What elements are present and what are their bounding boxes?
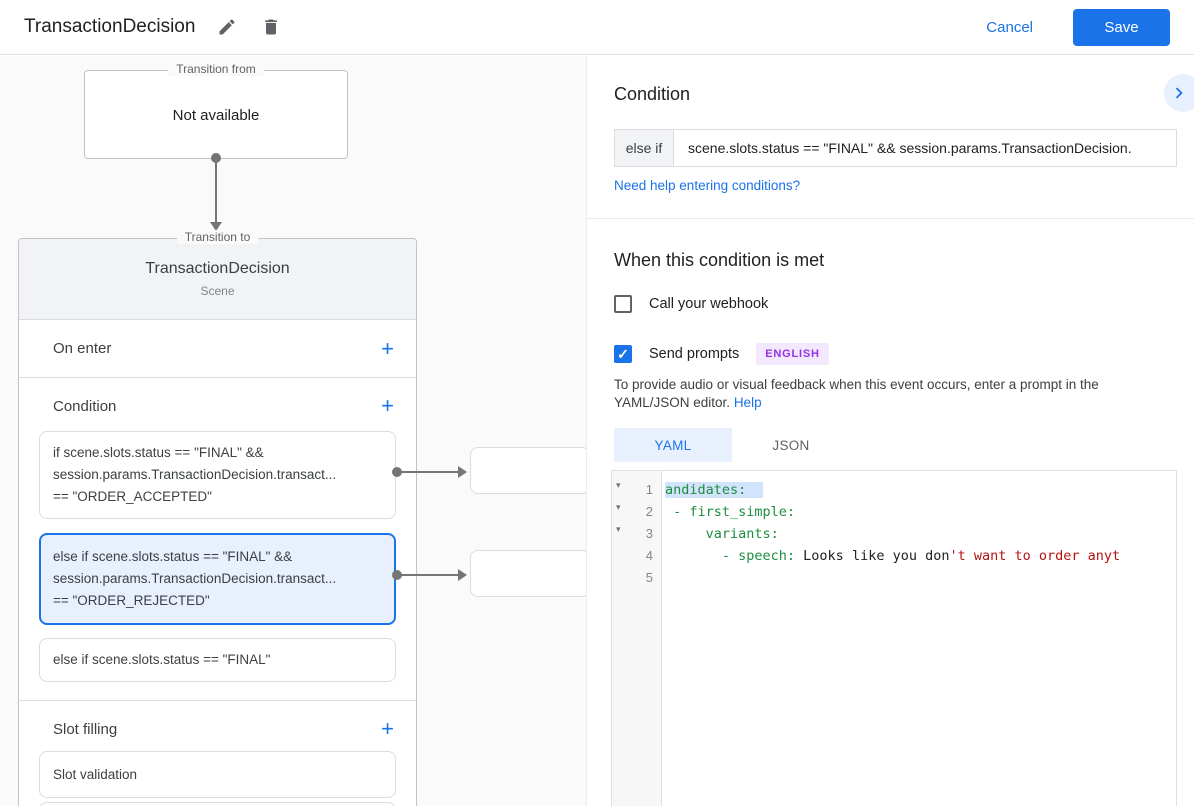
condition-section: Condition + if scene.slots.status == "FI… [19, 378, 416, 701]
partial-card[interactable] [39, 802, 396, 806]
condition1-out-dot[interactable] [392, 467, 402, 477]
tab-yaml[interactable]: YAML [614, 428, 732, 462]
scene-header[interactable]: TransactionDecision Scene [19, 239, 416, 320]
condition-text: else if scene.slots.status == "FINAL" [53, 652, 271, 667]
scene-name: TransactionDecision [145, 260, 290, 277]
condition-text: session.params.TransactionDecision.trans… [53, 571, 337, 586]
condition-section-label: Condition [53, 397, 117, 415]
scene-type-label: Scene [200, 284, 235, 298]
when-met-heading: When this condition is met [614, 250, 825, 270]
code-token: Looks like you don [803, 548, 950, 564]
editor-code-area[interactable]: andidates: - first_simple: variants: - s… [662, 471, 1176, 806]
send-prompts-label: Send prompts [649, 346, 740, 362]
condition-operator-label: else if [614, 129, 673, 167]
send-prompts-row: ✓ Send prompts ENGLISH [614, 343, 829, 365]
on-enter-label: On enter [53, 340, 112, 357]
code-token: - first_simple: [665, 504, 796, 520]
prompt-description: To provide audio or visual feedback when… [614, 376, 1174, 411]
slot-filling-label: Slot filling [53, 720, 118, 738]
condition-card-final[interactable]: else if scene.slots.status == "FINAL" [39, 638, 396, 682]
send-prompts-checkbox[interactable]: ✓ [614, 345, 632, 363]
fold-arrow-icon[interactable]: ▾ [616, 480, 621, 490]
webhook-row: Call your webhook [614, 295, 768, 313]
add-condition-icon[interactable]: + [381, 393, 394, 418]
add-on-enter-icon[interactable]: + [381, 335, 394, 361]
code-token: 't want to order anyt [949, 548, 1121, 564]
on-enter-row[interactable]: On enter + [19, 320, 416, 378]
condition2-arrow-line [399, 574, 459, 576]
line-number: 4 [645, 548, 653, 563]
page-title: TransactionDecision [24, 16, 196, 37]
line-number: 2 [645, 504, 653, 519]
transition-from-content: Not available [172, 107, 260, 124]
cancel-button[interactable]: Cancel [986, 18, 1033, 36]
help-link[interactable]: Help [733, 394, 762, 410]
condition2-arrowhead-icon [458, 569, 467, 581]
trash-icon[interactable] [259, 15, 283, 39]
edit-icon[interactable] [215, 15, 239, 39]
yaml-code-editor[interactable]: ▾ 1 ▾ 2 ▾ 3 4 5 andidates: - first_simple: … [611, 470, 1177, 806]
transition-from-box: Transition from Not available [84, 62, 348, 159]
condition2-out-dot[interactable] [392, 570, 402, 580]
slot-filling-section: Slot filling + Slot validation [19, 701, 416, 806]
condition1-target-box[interactable] [470, 447, 586, 494]
condition-text: == "ORDER_REJECTED" [53, 593, 210, 608]
save-button[interactable]: Save [1073, 8, 1170, 46]
transition-to-legend: Transition to [176, 230, 259, 244]
code-token: andidates: [665, 482, 764, 498]
call-webhook-checkbox[interactable] [614, 295, 632, 313]
code-empty-line [665, 567, 1176, 589]
condition-text: if scene.slots.status == "FINAL" && [53, 445, 264, 460]
add-slot-icon[interactable]: + [381, 716, 394, 741]
language-badge: ENGLISH [756, 343, 829, 365]
condition1-arrowhead-icon [458, 466, 467, 478]
scene-flow-canvas: Transition from Not available Transition… [0, 56, 586, 806]
section-divider [587, 218, 1194, 219]
condition-expression-input[interactable]: scene.slots.status == "FINAL" && session… [673, 129, 1177, 167]
code-token: - speech: [665, 548, 804, 564]
condition-text: else if scene.slots.status == "FINAL" && [53, 549, 293, 564]
tab-json[interactable]: JSON [772, 437, 810, 453]
connector-line [215, 158, 217, 222]
slot-validation-card[interactable]: Slot validation [39, 751, 396, 798]
top-bar: TransactionDecision Cancel Save [0, 0, 1194, 55]
editor-tabs: YAML JSON [614, 428, 850, 462]
chevron-right-icon [1175, 87, 1183, 99]
condition2-target-box[interactable] [470, 550, 586, 597]
collapse-panel-button[interactable] [1164, 74, 1194, 112]
condition-heading: Condition [614, 84, 691, 104]
prompt-description-text: To provide audio or visual feedback when… [614, 377, 1099, 410]
transition-from-legend: Transition from [168, 62, 264, 76]
fold-arrow-icon[interactable]: ▾ [616, 502, 621, 512]
condition-detail-panel: Condition else if scene.slots.status == … [586, 56, 1194, 806]
scene-card: Transition to TransactionDecision Scene … [18, 230, 417, 806]
code-token: variants: [665, 526, 779, 542]
line-number: 3 [645, 526, 653, 541]
condition-text: session.params.TransactionDecision.trans… [53, 467, 337, 482]
call-webhook-label: Call your webhook [649, 296, 769, 312]
condition-help-link[interactable]: Need help entering conditions? [614, 178, 801, 193]
fold-arrow-icon[interactable]: ▾ [616, 524, 621, 534]
condition-card-accepted[interactable]: if scene.slots.status == "FINAL" && sess… [39, 431, 396, 519]
editor-gutter: ▾ 1 ▾ 2 ▾ 3 4 5 [612, 471, 662, 806]
condition-expression-row: else if scene.slots.status == "FINAL" &&… [614, 129, 1177, 167]
line-number: 1 [645, 482, 653, 497]
condition-text: == "ORDER_ACCEPTED" [53, 489, 212, 504]
connector-arrowhead-icon [210, 222, 222, 231]
line-number: 5 [645, 570, 653, 585]
condition-card-rejected-selected[interactable]: else if scene.slots.status == "FINAL" &&… [39, 533, 396, 625]
condition1-arrow-line [399, 471, 459, 473]
